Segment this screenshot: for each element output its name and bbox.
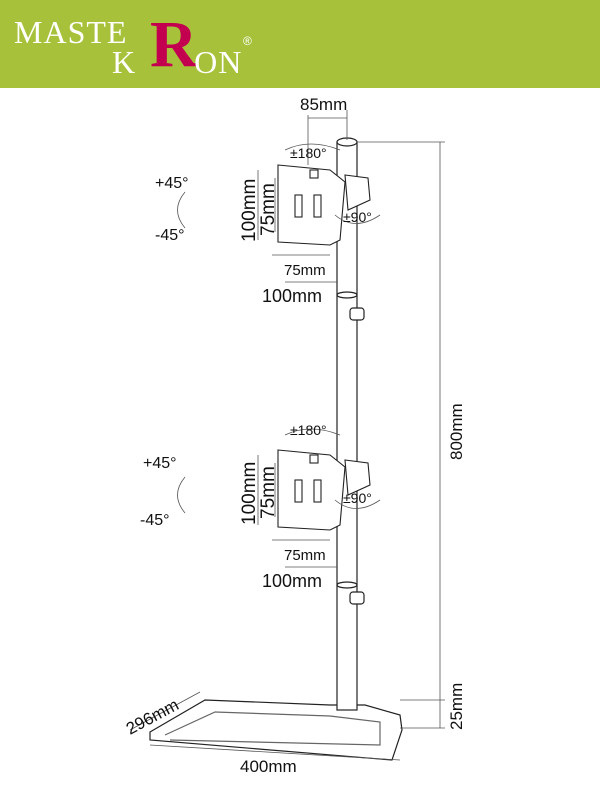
dim-base-height: 25mm: [447, 683, 466, 730]
registered-mark: ®: [243, 34, 252, 48]
stand-structure: [149, 137, 403, 761]
brand-header: MASTE R K ON ®: [0, 0, 600, 88]
logo-letter-r: R: [150, 8, 198, 81]
product-diagram: 85mm 800mm 25mm 296mm 400mm ±180° +45° -…: [123, 95, 466, 776]
vesa-height-100: 100mm: [239, 462, 260, 525]
tilt-down-label: -45°: [155, 227, 185, 244]
pole-collar: [336, 291, 358, 299]
vesa-width-100: 100mm: [262, 571, 322, 591]
vesa-height-75: 75mm: [258, 466, 279, 519]
swivel-label: ±180°: [290, 422, 327, 438]
vesa-width-75: 75mm: [284, 547, 326, 564]
vesa-height-100: 100mm: [239, 179, 260, 242]
dim-height: 800mm: [447, 403, 466, 460]
vesa-width-75: 75mm: [284, 262, 326, 279]
collar-knob: [349, 307, 365, 321]
logo-text-kron: K ON: [112, 44, 242, 81]
dimension-lines: [129, 110, 445, 761]
vesa-plate-upper: [277, 164, 371, 246]
rotate-label: ±90°: [343, 490, 372, 506]
pole-collar: [336, 581, 358, 589]
tilt-down-label: -45°: [140, 512, 170, 529]
logo-letters-on: ON: [194, 44, 243, 80]
vesa-height-75: 75mm: [258, 183, 279, 236]
rotate-label: ±90°: [343, 209, 372, 225]
lower-mount-labels: ±180° +45° -45° ±90° 100mm 75mm 75mm 100…: [140, 422, 372, 591]
tilt-up-label: +45°: [155, 175, 189, 192]
upper-mount-labels: ±180° +45° -45° ±90° 100mm 75mm 75mm 100…: [155, 145, 372, 306]
collar-knob: [349, 591, 365, 605]
base: [149, 699, 403, 761]
vesa-width-100: 100mm: [262, 286, 322, 306]
tilt-up-label: +45°: [143, 455, 177, 472]
logo-letter-k: K: [112, 44, 137, 80]
dim-top-offset: 85mm: [300, 95, 347, 114]
logo-text-master: MASTE: [14, 14, 128, 50]
vesa-plate-lower: [277, 449, 371, 531]
base-edge: [164, 711, 381, 746]
dim-base-width: 400mm: [240, 757, 297, 776]
swivel-label: ±180°: [290, 145, 327, 161]
